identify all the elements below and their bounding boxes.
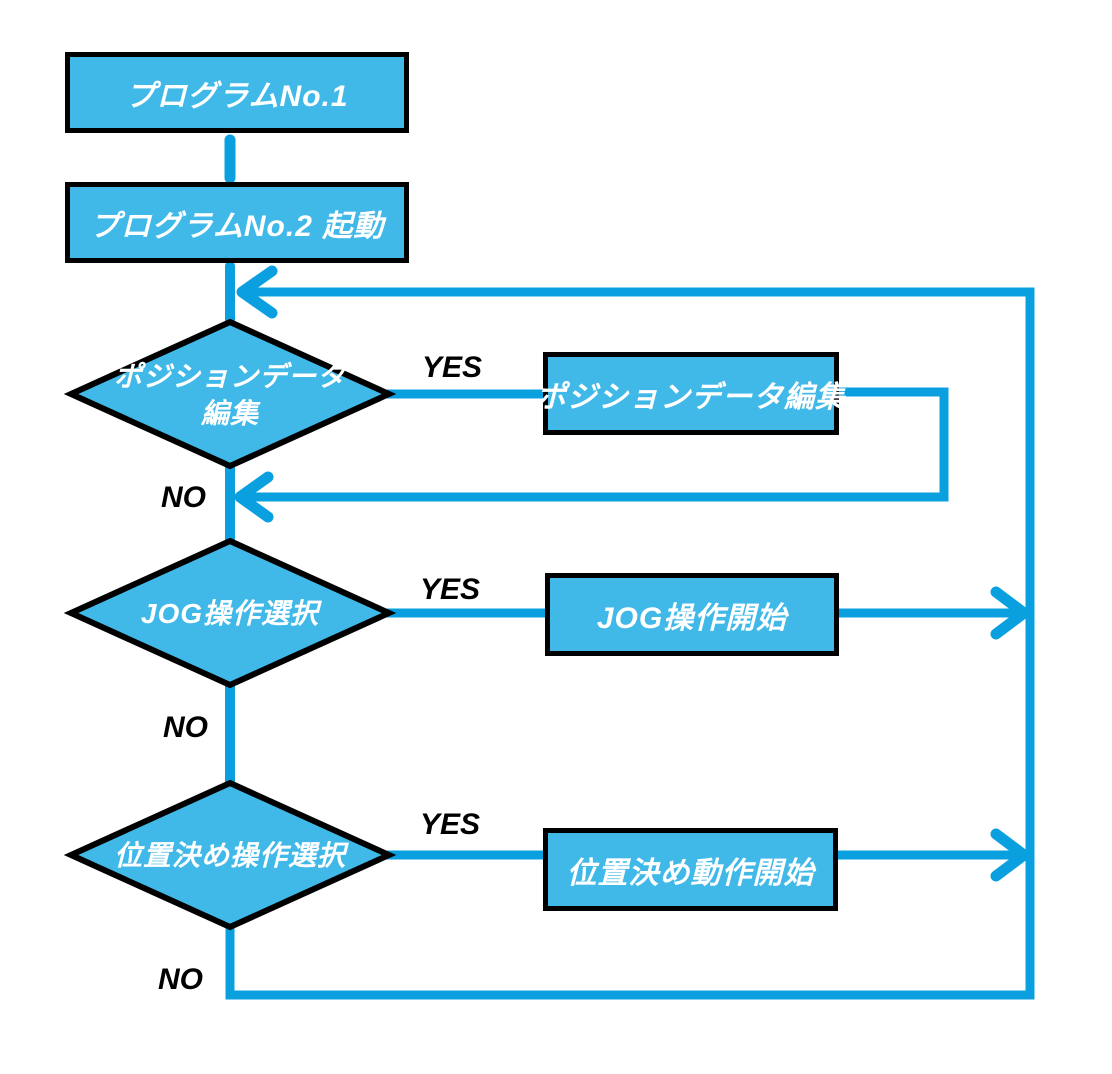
edge-label-no-3: NO [158, 963, 203, 996]
node-label-program-no1: プログラムNo.1 [125, 79, 349, 113]
edge-label-yes-3: YES [420, 808, 481, 841]
flow-node-jog-start: JOG操作開始 [545, 573, 839, 656]
arrowhead-left-small-loop [234, 471, 274, 523]
flow-node-program-no1: プログラムNo.1 [65, 52, 409, 133]
flow-node-decision-position-data-edit [63, 318, 397, 470]
edge-label-yes-1: YES [422, 351, 483, 384]
edge-label-yes-2: YES [420, 573, 481, 606]
flow-node-decision-positioning-select [63, 779, 397, 931]
arrowhead-right-positioning [990, 828, 1030, 882]
edge-label-no-2: NO [163, 711, 208, 744]
flow-node-decision-jog-select [63, 537, 397, 689]
edge-loop-return [225, 287, 1035, 1000]
arrowhead-right-jog [990, 586, 1030, 640]
flow-node-program-no2-start: プログラムNo.2 起動 [65, 182, 409, 263]
arrowhead-left-loop-return [236, 265, 278, 319]
node-label-program-no2-start: プログラムNo.2 起動 [89, 209, 385, 243]
node-label-position-data-edit: ポジションデータ編集 [536, 380, 846, 414]
flow-node-position-data-edit: ポジションデータ編集 [536, 352, 845, 435]
flow-node-positioning-start: 位置決め動作開始 [543, 828, 838, 911]
node-label-jog-start: JOG操作開始 [596, 601, 788, 635]
edge-position-data-edit-return [244, 387, 949, 502]
edge-label-no-1: NO [161, 481, 206, 514]
node-label-positioning-start: 位置決め動作開始 [566, 856, 815, 890]
